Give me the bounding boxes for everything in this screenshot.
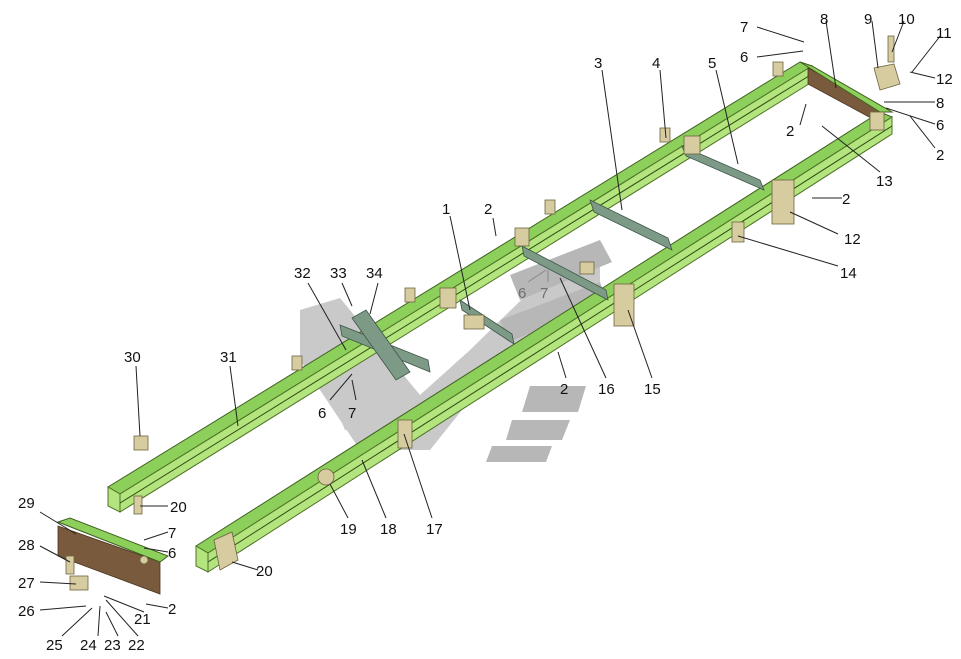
callout-30: 30 — [124, 349, 141, 366]
callout-6c: 6 — [518, 285, 526, 302]
cross-members — [339, 145, 765, 381]
callout-2e: 2 — [560, 381, 568, 398]
callout-7a: 7 — [740, 19, 748, 36]
callout-9: 9 — [864, 11, 872, 28]
callout-14: 14 — [840, 265, 857, 282]
callout-28: 28 — [18, 537, 35, 554]
callout-7e: 7 — [168, 525, 176, 542]
callout-7c: 7 — [540, 285, 548, 302]
callout-22: 22 — [128, 637, 145, 654]
callout-29: 29 — [18, 495, 35, 512]
callout-2a: 2 — [936, 147, 944, 164]
callout-6e: 6 — [168, 545, 176, 562]
callout-32: 32 — [294, 265, 311, 282]
callout-20b: 20 — [256, 563, 273, 580]
left-side-rail — [107, 61, 814, 513]
callout-7b: 8 — [936, 95, 944, 112]
callout-12b: 12 — [844, 231, 861, 248]
callout-2f: 2 — [168, 601, 176, 618]
callout-12a: 12 — [936, 71, 953, 88]
callout-25: 25 — [46, 637, 63, 654]
callout-1: 1 — [442, 201, 450, 218]
callout-6b: 6 — [936, 117, 944, 134]
leader-lines — [39, 20, 942, 637]
callout-21: 21 — [134, 611, 151, 628]
callout-18: 18 — [380, 521, 397, 538]
callout-10: 10 — [898, 11, 915, 28]
callout-31: 31 — [220, 349, 237, 366]
callout-7d: 7 — [348, 405, 356, 422]
callout-13: 13 — [876, 173, 893, 190]
callout-16: 16 — [598, 381, 615, 398]
front-bumper — [56, 517, 170, 595]
callout-20a: 20 — [170, 499, 187, 516]
callout-26: 26 — [18, 603, 35, 620]
callout-23: 23 — [104, 637, 121, 654]
callout-11: 11 — [936, 25, 952, 42]
callout-2d: 2 — [484, 201, 492, 218]
callout-4: 4 — [652, 55, 660, 72]
callout-2c: 2 — [842, 191, 850, 208]
callout-34: 34 — [366, 265, 383, 282]
callout-24: 24 — [80, 637, 97, 654]
callout-15: 15 — [644, 381, 661, 398]
callout-5: 5 — [708, 55, 716, 72]
callout-2b: 2 — [786, 123, 794, 140]
callout-6d: 6 — [318, 405, 326, 422]
callout-8: 8 — [820, 11, 828, 28]
callout-27: 27 — [18, 575, 35, 592]
callout-17: 17 — [426, 521, 443, 538]
callout-3: 3 — [594, 55, 602, 72]
callout-19: 19 — [340, 521, 357, 538]
rail-brackets — [133, 35, 901, 571]
callout-6a: 6 — [740, 49, 748, 66]
callout-33: 33 — [330, 265, 347, 282]
callout-numbers: 7 6 8 9 10 11 12 8 6 2 2 13 2 12 14 3 4 … — [18, 11, 953, 654]
